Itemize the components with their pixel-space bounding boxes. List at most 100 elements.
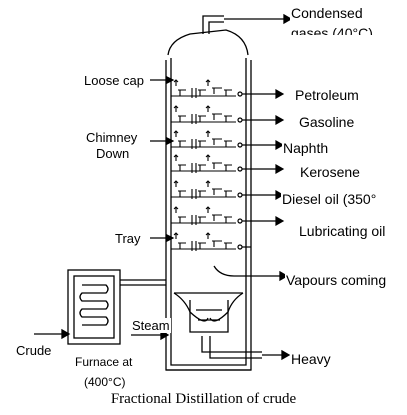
diagram-caption: Fractional Distillation of crude (110, 391, 297, 407)
bubble-cap (224, 89, 232, 96)
bubble-cap (178, 164, 186, 171)
bubble-cap (198, 190, 206, 197)
vapour-arrow-tick (173, 232, 179, 239)
bubble-cap (178, 115, 186, 122)
outlet-arrow-head (275, 189, 285, 201)
outlet-4 (237, 163, 285, 175)
column-bottom-section (173, 292, 291, 361)
bubble-cap (178, 89, 186, 96)
bubble-cap (224, 115, 232, 122)
tray-2 (171, 105, 236, 124)
outlet-5 (237, 189, 285, 201)
tray-7 (171, 232, 236, 251)
vapour-arrow-tick (173, 206, 179, 213)
bubble-cap (198, 115, 206, 122)
bubble-cap (212, 138, 222, 145)
label-lubricating-oil: Lubricating oil (298, 223, 387, 239)
label-condensed: Condensed (290, 5, 364, 21)
vapour-arrow-tick (173, 105, 179, 112)
vapour-arrow-tick (205, 79, 211, 86)
label-steam: Steam (131, 318, 171, 333)
bubble-cap (224, 140, 232, 147)
outlet-1 (237, 88, 285, 100)
bubble-cap (224, 164, 232, 171)
outlet-arrow-head (275, 88, 285, 100)
outlet-arrow-head (275, 139, 285, 151)
bubble-cap (198, 242, 206, 249)
vapour-arrow-tick (173, 79, 179, 86)
vapour-arrow-tick (205, 130, 211, 137)
outlet-valve (237, 91, 243, 97)
label-furnace-temp: Furnace at (74, 355, 134, 370)
bubble-cap (198, 216, 206, 223)
outlet-valve (237, 218, 243, 224)
label-down: Down (95, 146, 131, 161)
label-petroleum: Petroleum (294, 87, 360, 103)
crude-feed-line (34, 328, 71, 340)
bubble-cap (224, 216, 232, 223)
bubble-cap (212, 87, 222, 94)
bubble-cap (178, 190, 186, 197)
furnace-unit (67, 269, 166, 345)
fractionating-column (165, 29, 252, 371)
outlet-valve (237, 117, 243, 123)
vapours-arrow (213, 265, 289, 282)
outlet-3 (237, 139, 285, 151)
bubble-cap (178, 216, 186, 223)
vapour-outlet-pipe (202, 13, 293, 34)
bubble-cap (178, 140, 186, 147)
label-diesel-oil: Diesel oil (350° (281, 191, 378, 207)
tray-6 (171, 206, 236, 225)
bubble-cap (212, 188, 222, 195)
outlet-arrow-head (275, 114, 285, 126)
label-chimney: Chimney (85, 130, 139, 145)
label-heavy: Heavy (290, 351, 332, 367)
outlet-7 (237, 244, 251, 250)
vapour-arrow-tick (205, 105, 211, 112)
vapour-arrow-tick (205, 154, 211, 161)
bubble-cap (198, 140, 206, 147)
label-naphtha: Naphth (282, 140, 330, 156)
steam-feed-line (131, 329, 170, 341)
label-loose-cap: Loose cap (83, 73, 145, 88)
vapour-arrow-tick (173, 180, 179, 187)
outlet-arrow-head (275, 163, 285, 175)
bubble-cap (212, 113, 222, 120)
outlet-valve (237, 244, 243, 250)
outlet-valve (237, 142, 243, 148)
vapour-arrow-tick (173, 154, 179, 161)
outlet-2 (237, 114, 285, 126)
bubble-cap (212, 214, 222, 221)
tray-4 (171, 154, 236, 173)
side-outlet-pipes (237, 88, 285, 250)
vapour-arrow-tick (173, 130, 179, 137)
label-kerosene: Kerosene (299, 164, 361, 180)
label-crude: Crude (15, 343, 53, 358)
tray-3 (171, 130, 236, 149)
label-vapours: Vapours coming (285, 272, 388, 288)
outlet-arrow-head (275, 215, 285, 227)
bubble-cap (212, 240, 222, 247)
outlet-6 (237, 215, 285, 227)
label-tray: Tray (114, 231, 142, 246)
label-condensed-gases: gases (40°C) (290, 26, 374, 35)
bubble-cap (198, 89, 206, 96)
tray-5 (171, 180, 236, 199)
vapour-arrow-tick (205, 180, 211, 187)
outlet-valve (237, 192, 243, 198)
label-gasoline: Gasoline (298, 114, 356, 130)
bubble-cap (212, 162, 222, 169)
tray-stack (171, 79, 236, 251)
bubble-cap (178, 242, 186, 249)
vapour-arrow-tick (205, 232, 211, 239)
label-furnace-temp-value: (400°C) (83, 375, 127, 390)
tray-1 (171, 79, 236, 98)
bubble-cap (198, 164, 206, 171)
label-pointer-arrows (150, 76, 175, 242)
outlet-valve (237, 166, 243, 172)
vapour-arrow-tick (205, 206, 211, 213)
bubble-cap (224, 242, 232, 249)
bubble-cap (224, 190, 232, 197)
